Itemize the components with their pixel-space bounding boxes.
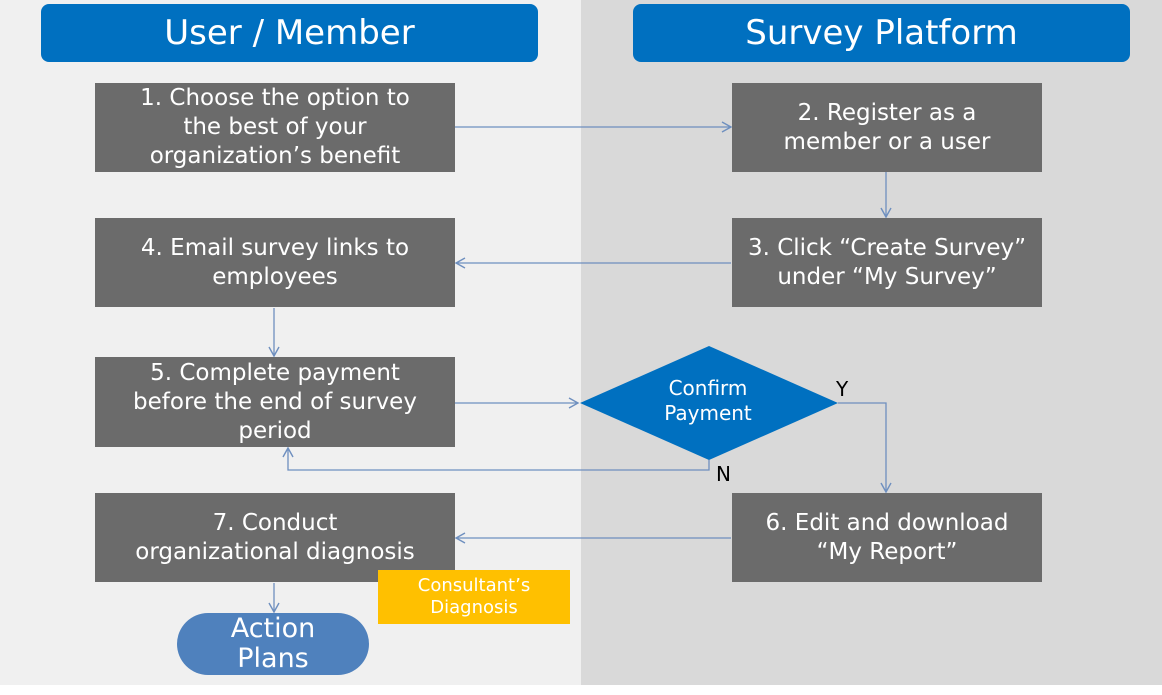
step-1-line-2: the best of your	[183, 114, 367, 140]
step-6-line-1: 6. Edit and download	[765, 509, 1009, 536]
decision-diamond	[580, 346, 838, 460]
step-3-line-2: under “My Survey”	[777, 263, 997, 290]
step-5-line-1: 5. Complete payment	[150, 359, 400, 386]
decision-yes-label: Y	[836, 377, 849, 401]
step-2-line-2: member or a user	[783, 128, 991, 155]
decision-line-1: Confirm	[668, 376, 748, 400]
step-2-line-1: 2. Register as a	[797, 99, 977, 126]
step-5-line-2: before the end of survey	[133, 388, 417, 415]
decision-line-2: Payment	[664, 401, 752, 425]
lane-header-user-member: User / Member	[41, 4, 538, 62]
step-3-line-1: 3. Click “Create Survey”	[747, 234, 1027, 261]
consultant-line-1: Consultant’s	[417, 575, 531, 596]
step-7-conduct-diagnosis: 7. Conduct organizational diagnosis	[95, 493, 455, 582]
action-plans-line-1: Action	[230, 613, 316, 644]
step-7-line-1: 7. Conduct	[212, 509, 338, 536]
step-6-line-2: “My Report”	[816, 538, 958, 565]
consultant-diagnosis-box: Consultant’s Diagnosis	[378, 570, 570, 624]
step-3-create-survey: 3. Click “Create Survey” under “My Surve…	[732, 218, 1042, 307]
decision-confirm-payment-label: Confirm Payment	[634, 376, 782, 426]
step-5-complete-payment: 5. Complete payment before the end of su…	[95, 357, 455, 447]
step-1-line-3: organization’s benefit	[149, 143, 401, 169]
step-7-line-2: organizational diagnosis	[135, 538, 415, 565]
step-6-edit-download-report: 6. Edit and download “My Report”	[732, 493, 1042, 582]
consultant-line-2: Diagnosis	[430, 597, 518, 618]
decision-no-label: N	[716, 462, 731, 486]
step-5-line-3: period	[238, 417, 312, 444]
step-1-choose-option: 1. Choose the option to the best of your…	[95, 83, 455, 172]
action-plans-terminal: Action Plans	[177, 613, 369, 675]
arrow-decision-yes-to-6	[838, 402, 892, 494]
action-plans-line-2: Plans	[237, 643, 309, 674]
step-4-line-1: 4. Email survey links to	[140, 234, 410, 261]
step-1-line-1: 1. Choose the option to	[140, 85, 410, 111]
arrow-decision-no-to-5	[282, 446, 710, 471]
step-4-line-2: employees	[212, 263, 338, 290]
step-4-email-links: 4. Email survey links to employees	[95, 218, 455, 307]
lane-header-survey-platform: Survey Platform	[633, 4, 1130, 62]
step-2-register: 2. Register as a member or a user	[732, 83, 1042, 172]
